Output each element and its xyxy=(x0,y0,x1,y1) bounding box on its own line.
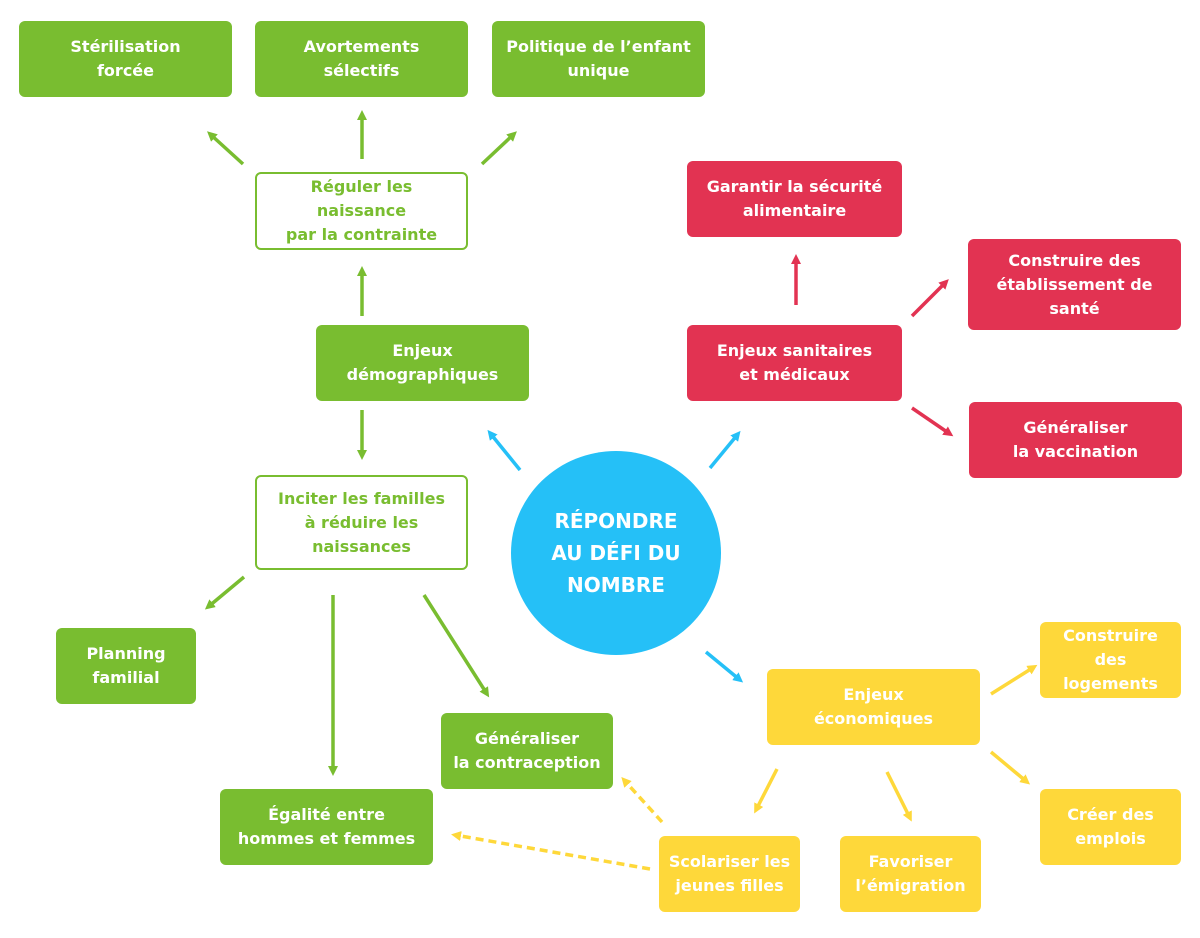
arrow-center-to-economic xyxy=(704,650,744,683)
node-economic-hub: Enjeux économiques xyxy=(767,669,980,745)
arrow-incentive-to-contraception xyxy=(422,594,490,698)
arrow-economic-to-girls xyxy=(754,768,779,814)
arrow-economic-to-housing xyxy=(990,664,1038,696)
node-health-hub: Enjeux sanitaires et médicaux xyxy=(687,325,902,401)
arrow-center-to-health xyxy=(708,430,741,470)
arrow-economic-to-emigration xyxy=(885,771,912,822)
node-family-planning: Planning familial xyxy=(56,628,196,704)
arrow-economic-to-jobs xyxy=(989,750,1031,785)
arrow-girls-to-equality xyxy=(451,831,651,871)
node-sterilisation: Stérilisation forcée xyxy=(19,21,232,97)
node-abortions: Avortements sélectifs xyxy=(255,21,468,97)
node-regulate-by-constraint: Réguler les naissance par la contrainte xyxy=(255,172,468,250)
central-topic: RÉPONDRE AU DÉFI DU NOMBRE xyxy=(511,451,721,655)
arrow-center-to-demographic xyxy=(487,429,522,472)
node-demographic-hub: Enjeux démographiques xyxy=(316,325,529,401)
arrow-health-to-vaccination xyxy=(911,406,954,437)
node-one-child-policy: Politique de l’enfant unique xyxy=(492,21,705,97)
arrow-incentive-to-planning xyxy=(204,575,246,610)
node-food-security: Garantir la sécurité alimentaire xyxy=(687,161,902,237)
node-vaccination: Généraliser la vaccination xyxy=(969,402,1182,478)
arrow-constraint-to-onechild xyxy=(480,131,517,166)
node-school-girls: Scolariser les jeunes filles xyxy=(659,836,800,912)
node-contraception: Généraliser la contraception xyxy=(441,713,613,789)
arrow-constraint-to-sterilisation xyxy=(207,131,245,166)
node-emigration: Favoriser l’émigration xyxy=(840,836,981,912)
node-incentivize-families: Inciter les familles à réduire les naiss… xyxy=(255,475,468,570)
arrow-girls-to-contraception xyxy=(621,777,664,824)
arrow-health-to-facilities xyxy=(910,279,949,318)
node-build-health-facilities: Construire des établissement de santé xyxy=(968,239,1181,330)
node-build-housing: Construire des logements xyxy=(1040,622,1181,698)
node-create-jobs: Créer des emplois xyxy=(1040,789,1181,865)
node-gender-equality: Égalité entre hommes et femmes xyxy=(220,789,433,865)
